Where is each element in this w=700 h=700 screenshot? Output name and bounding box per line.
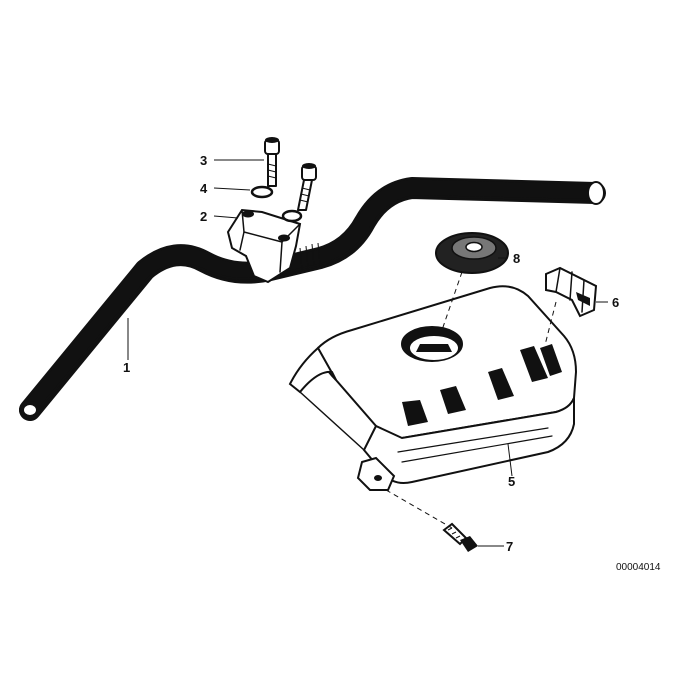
callout-2: 2 [200,209,207,224]
assembly-line-screw [385,489,453,529]
clip-drawing [545,266,598,318]
callout-3: 3 [200,153,207,168]
callout-1: 1 [123,360,130,375]
bolt-drawing [264,137,317,211]
diagram-id: 00004014 [616,562,661,573]
callout-5: 5 [508,474,515,489]
screw-drawing [442,522,478,552]
callout-8: 8 [513,251,520,266]
callout-4: 4 [200,181,208,196]
washer-drawing [250,185,303,223]
callout-7: 7 [506,539,513,554]
grommet-drawing [435,232,509,274]
clamp-drawing [226,208,302,284]
callout-6: 6 [612,295,619,310]
assembly-line-clip [544,301,557,346]
cover-drawing [288,285,578,491]
assembly-line-grommet [441,271,463,331]
leader-lines [127,159,608,547]
